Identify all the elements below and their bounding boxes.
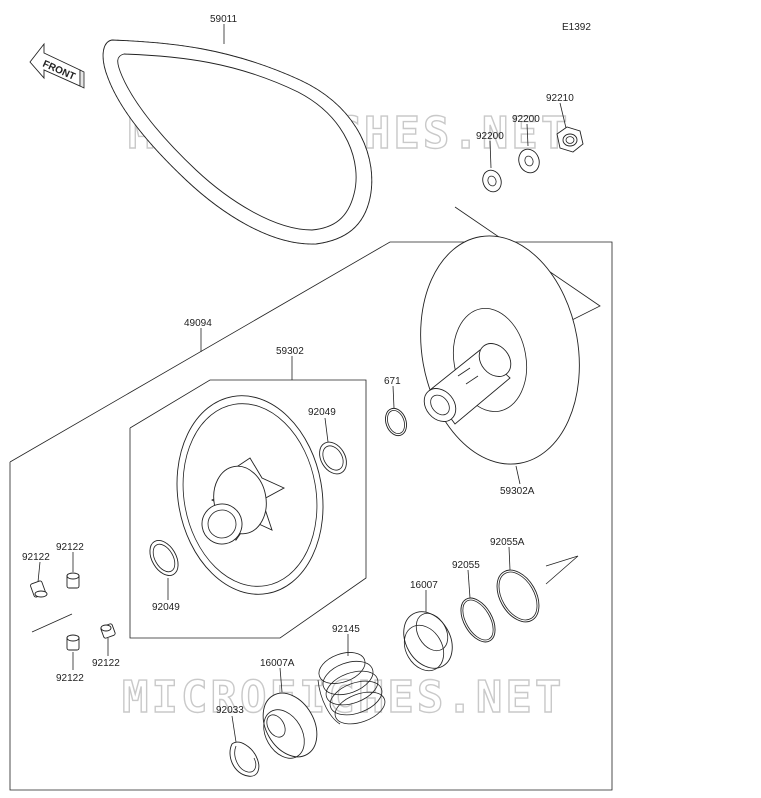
bushing-lower-icon	[149, 540, 179, 576]
cam-icon	[403, 611, 453, 672]
part-label-holder: 16007A	[260, 658, 295, 669]
bushing-upper-icon	[319, 441, 347, 475]
part-label-circlip: 92033	[216, 705, 244, 716]
part-label-slider-1: 92122	[22, 552, 50, 563]
washer-small-icon	[518, 148, 540, 174]
oring-671-icon	[385, 407, 407, 437]
part-label-slider-3: 92122	[56, 673, 84, 684]
part-label-bushing-lower: 92049	[152, 602, 180, 613]
oring-guide-line	[545, 555, 579, 585]
slider-icon	[100, 623, 116, 639]
slider-icon	[66, 572, 80, 589]
washer-large-icon	[482, 169, 502, 193]
front-arrow-icon: FRONT	[29, 42, 85, 89]
part-label-nut: 92210	[546, 93, 574, 104]
part-label-oring-b: 92055A	[490, 537, 525, 548]
diagram-code: E1392	[562, 22, 591, 33]
slider-icon	[66, 634, 80, 651]
part-label-assembly: 49094	[184, 318, 212, 329]
part-label-cam: 16007	[410, 580, 438, 591]
nut-icon	[556, 126, 584, 153]
part-label-slider-4: 92122	[92, 658, 120, 669]
oring-92055a-icon	[496, 569, 540, 623]
drive-belt-icon	[102, 39, 373, 245]
spring-icon	[317, 652, 386, 725]
holder-icon	[262, 692, 318, 759]
part-label-spring: 92145	[332, 624, 360, 635]
oring-92055-icon	[460, 597, 496, 643]
movable-sheave-icon	[176, 395, 324, 595]
part-label-washer-small: 92200	[512, 114, 540, 125]
part-label-fixed-sheave: 59302A	[500, 486, 535, 497]
fixed-sheave-icon	[420, 235, 580, 465]
part-label-slider-2: 92122	[56, 542, 84, 553]
watermark-bottom: MICROFICHES.NET	[122, 672, 564, 723]
circlip-icon	[229, 741, 260, 777]
part-label-oring-a: 92055	[452, 560, 480, 571]
part-label-washer-large: 92200	[476, 131, 504, 142]
part-label-movable-sheave: 59302	[276, 346, 304, 357]
leader-lines	[37, 24, 567, 743]
part-label-oring-671: 671	[384, 376, 401, 387]
slider-icon	[30, 580, 48, 598]
slider-guide-line	[31, 613, 73, 633]
part-label-belt: 59011	[210, 14, 238, 25]
part-label-bushing-upper: 92049	[308, 407, 336, 418]
